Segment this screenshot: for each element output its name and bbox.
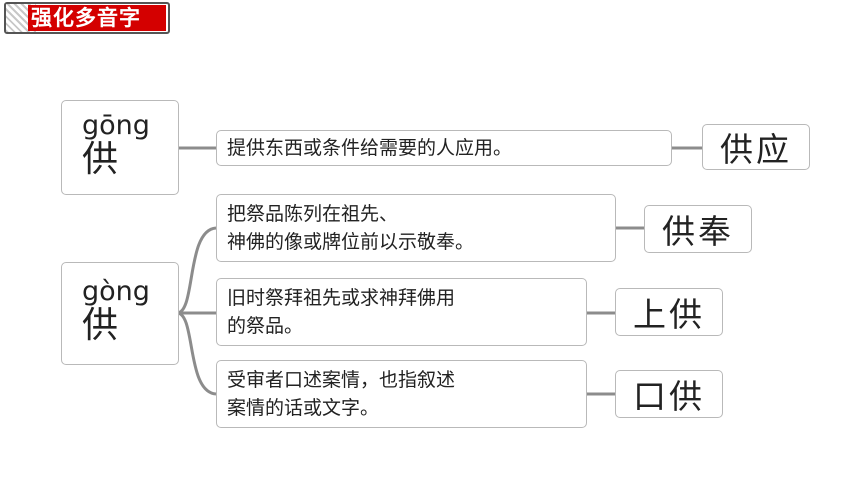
- definition-text: 把祭品陈列在祖先、 神佛的像或牌位前以示敬奉。: [227, 203, 475, 253]
- definition-node: 提供东西或条件给需要的人应用。: [216, 130, 672, 166]
- word-node: 口供: [615, 370, 723, 418]
- connector-gong4-branch-1: [176, 226, 217, 315]
- definition-node: 把祭品陈列在祖先、 神佛的像或牌位前以示敬奉。: [216, 194, 616, 262]
- pinyin-node-gong1: gōng 供: [61, 100, 179, 195]
- word-node: 供应: [702, 124, 810, 170]
- word-text: 供应: [720, 130, 792, 169]
- definition-node: 受审者口述案情，也指叙述 案情的话或文字。: [216, 360, 587, 428]
- word-text: 供奉: [662, 212, 734, 251]
- section-title-tag: 强化多音字: [4, 2, 170, 34]
- character-label: 供: [82, 139, 119, 180]
- connector-gong4-branch-3: [176, 311, 217, 396]
- word-node: 上供: [615, 288, 723, 336]
- section-title: 强化多音字: [28, 5, 166, 31]
- pinyin-label: gòng: [82, 276, 150, 307]
- pinyin-node-gong4: gòng 供: [61, 262, 179, 365]
- word-node: 供奉: [644, 205, 752, 253]
- word-text: 上供: [633, 295, 705, 334]
- word-text: 口供: [633, 377, 705, 416]
- pinyin-label: gōng: [82, 110, 150, 141]
- definition-text: 受审者口述案情，也指叙述 案情的话或文字。: [227, 369, 456, 419]
- definition-text: 提供东西或条件给需要的人应用。: [227, 137, 513, 159]
- definition-text: 旧时祭拜祖先或求神拜佛用 的祭品。: [227, 287, 456, 337]
- definition-node: 旧时祭拜祖先或求神拜佛用 的祭品。: [216, 278, 587, 346]
- character-label: 供: [82, 305, 119, 346]
